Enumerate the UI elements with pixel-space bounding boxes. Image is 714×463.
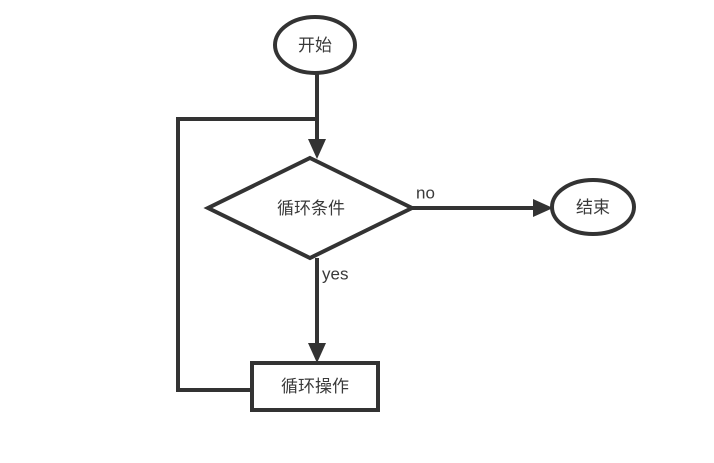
node-end[interactable]: 结束: [550, 178, 636, 236]
operation-rect-shape[interactable]: [250, 361, 380, 412]
node-start[interactable]: 开始: [273, 15, 357, 75]
edge-condition-to-operation: yes: [308, 258, 348, 363]
end-ellipse-shape[interactable]: [550, 178, 636, 236]
arrowhead-into-operation: [308, 343, 326, 363]
condition-diamond-shape[interactable]: [203, 155, 417, 261]
edge-label-yes: yes: [322, 264, 348, 283]
edge-operation-to-condition: [176, 117, 317, 392]
edge-start-to-condition: [308, 73, 326, 159]
node-condition[interactable]: 循环条件: [203, 155, 417, 261]
start-node-label: 开始: [298, 36, 332, 56]
arrowhead-into-condition: [308, 139, 326, 159]
start-ellipse-shape[interactable]: [273, 15, 357, 75]
edge-label-no: no: [416, 183, 435, 202]
edge-condition-to-end: no: [412, 183, 553, 217]
edge-line-operation-to-condition: [176, 117, 317, 392]
condition-node-label: 循环条件: [277, 199, 345, 219]
operation-node-label: 循环操作: [281, 377, 349, 397]
end-node-label: 结束: [576, 198, 610, 218]
arrowhead-into-end: [533, 199, 553, 217]
node-operation[interactable]: 循环操作: [250, 361, 380, 412]
